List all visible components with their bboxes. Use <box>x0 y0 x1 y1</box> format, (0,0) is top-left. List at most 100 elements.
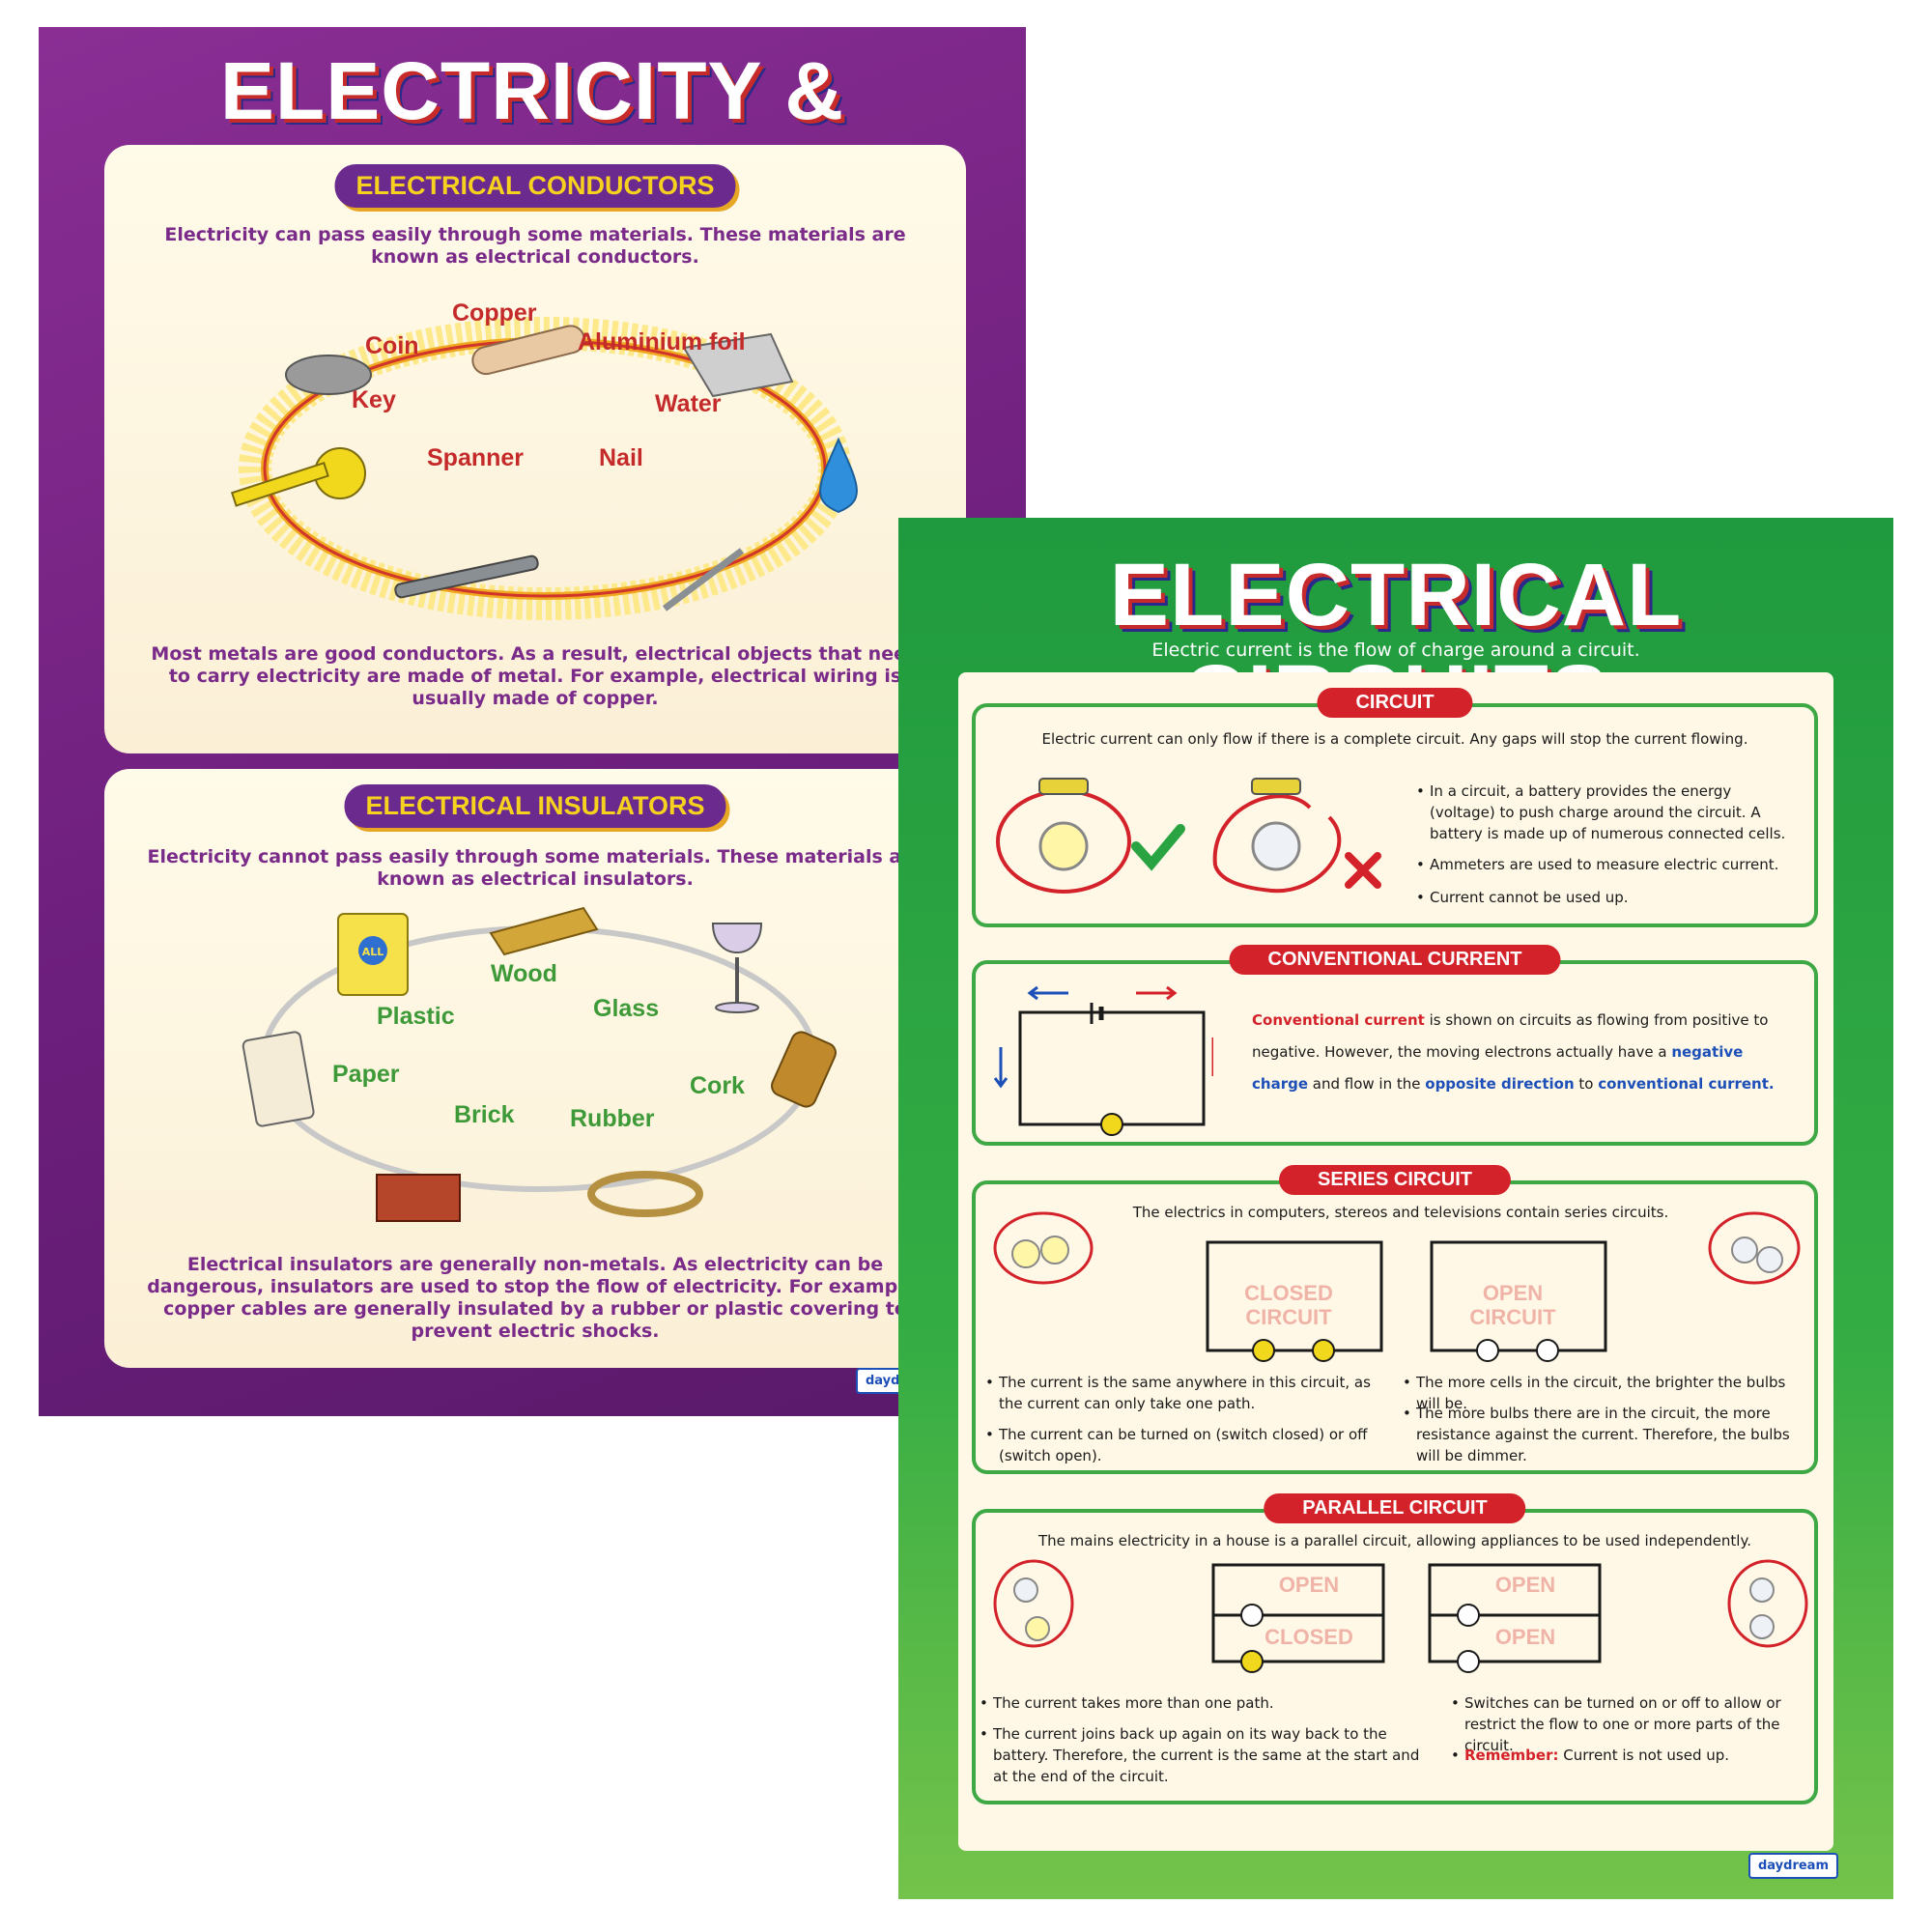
lit-bulb-icon <box>1040 1236 1069 1264</box>
unlit-bulb-icon <box>1013 1577 1038 1603</box>
parallel-bullet: The current takes more than one path. <box>980 1692 1428 1714</box>
circuit-diagrams <box>996 778 1381 894</box>
material-label: Glass <box>593 995 660 1022</box>
parallel-bullet: Switches can be turned on or off to allo… <box>1451 1692 1812 1756</box>
rubber-band-icon <box>587 1171 703 1217</box>
insulators-panel: ELECTRICAL INSULATORS Electricity cannot… <box>104 769 966 1368</box>
parallel-diagrams <box>993 1559 1808 1673</box>
switch-label: OPEN <box>1278 1573 1340 1597</box>
material-label: Key <box>352 386 396 413</box>
lit-bulb-icon <box>1025 1616 1050 1641</box>
circuit-bullet: In a circuit, a battery provides the ene… <box>1416 781 1797 844</box>
parallel-circuit-section: PARALLEL CIRCUIT The mains electricity i… <box>972 1493 1818 1804</box>
conventional-current-term: Conventional current <box>1252 1011 1425 1029</box>
wood-icon <box>489 906 599 956</box>
material-label: Water <box>655 390 722 417</box>
bulb-symbol <box>1312 1339 1335 1362</box>
material-label: Paper <box>332 1061 400 1088</box>
material-label: Nail <box>599 444 643 471</box>
plastic-bag-icon: ALL <box>337 913 409 996</box>
copper-icon <box>471 325 585 376</box>
cross-icon <box>1345 852 1381 889</box>
conductors-diagram <box>230 317 858 620</box>
series-bullet: The current can be turned on (switch clo… <box>985 1424 1385 1466</box>
unlit-bulb-icon <box>1749 1577 1775 1603</box>
open-circuit-label: OPEN CIRCUIT <box>1469 1281 1556 1329</box>
circuits-content: CIRCUIT Electric current can only flow i… <box>958 672 1833 1851</box>
conventional-text-part: to <box>1574 1075 1599 1093</box>
material-label: Aluminium foil <box>578 328 746 355</box>
insulators-intro: Electricity cannot pass easily through s… <box>147 846 923 890</box>
daydream-logo: daydream <box>1748 1853 1839 1879</box>
lit-bulb-icon <box>1038 821 1089 871</box>
circuit-bullet: Ammeters are used to measure electric cu… <box>1416 854 1797 875</box>
coin-icon <box>285 355 372 395</box>
bag-label: ALL <box>362 946 384 958</box>
conventional-heading: CONVENTIONAL CURRENT <box>1229 945 1561 975</box>
brick-icon <box>376 1174 461 1222</box>
bulb-symbol <box>1536 1339 1559 1362</box>
parallel-heading: PARALLEL CIRCUIT <box>1264 1493 1526 1523</box>
material-label: Brick <box>454 1101 515 1128</box>
glass-icon <box>711 923 763 1013</box>
switch-label: OPEN <box>1494 1625 1556 1649</box>
material-label: Spanner <box>427 444 525 471</box>
conductors-footer: Most metals are good conductors. As a re… <box>151 643 920 709</box>
insulators-footer: Electrical insulators are generally non-… <box>147 1254 923 1342</box>
series-bullet: The current is the same anywhere in this… <box>985 1372 1385 1414</box>
bulb-symbol <box>1457 1604 1480 1627</box>
opposite-direction-term: opposite direction <box>1425 1075 1575 1093</box>
bulb-symbol <box>1100 1113 1123 1136</box>
conductors-heading: ELECTRICAL CONDUCTORS <box>334 164 736 208</box>
poster-title: ELECTRICAL CIRCUITS <box>1109 546 1683 746</box>
material-label: Rubber <box>570 1105 655 1132</box>
series-bullet: The more bulbs there are in the circuit,… <box>1403 1403 1812 1466</box>
parallel-intro: The mains electricity in a house is a pa… <box>1038 1532 1751 1549</box>
electricity-materials-poster: ELECTRICITY & MATERIALS ELECTRICAL CONDU… <box>39 27 1026 1416</box>
unlit-bulb-icon <box>1251 821 1301 871</box>
circuit-intro: Electric current can only flow if there … <box>1041 730 1748 748</box>
battery-icon <box>1251 778 1301 795</box>
material-label: Coin <box>365 332 419 359</box>
unlit-bulb-icon <box>1731 1236 1758 1264</box>
series-diagrams <box>993 1211 1801 1362</box>
conductors-panel: ELECTRICAL CONDUCTORS Electricity can pa… <box>104 145 966 753</box>
arrow-right-icon <box>1136 985 1178 1001</box>
bulb-symbol <box>1240 1650 1264 1673</box>
circuit-heading: CIRCUIT <box>1317 688 1473 718</box>
lit-bulb-icon <box>1011 1239 1040 1268</box>
nail-icon <box>662 548 745 611</box>
circuit-section: CIRCUIT Electric current can only flow i… <box>972 688 1818 927</box>
closed-circuit-label: CLOSED CIRCUIT <box>1244 1281 1333 1329</box>
series-heading: SERIES CIRCUIT <box>1278 1165 1512 1195</box>
battery-icon <box>1038 778 1089 795</box>
remember-label: Remember: <box>1464 1747 1559 1764</box>
negative-charge-term: negative charge <box>1252 1043 1744 1093</box>
paper-icon <box>242 1031 315 1127</box>
switch-label: CLOSED <box>1264 1625 1353 1649</box>
water-drop-icon <box>819 437 858 514</box>
switch-label: OPEN <box>1494 1573 1556 1597</box>
circuit-bullet: Current cannot be used up. <box>1416 887 1797 908</box>
series-intro: The electrics in computers, stereos and … <box>1132 1204 1669 1221</box>
conductors-intro: Electricity can pass easily through some… <box>164 224 906 268</box>
arrow-down-icon <box>993 1047 1009 1089</box>
conventional-current-section: CONVENTIONAL CURRENT Conventional curren… <box>972 945 1818 1146</box>
conventional-text: Conventional current is shown on circuit… <box>1252 1005 1803 1100</box>
poster-subtitle: Electric current is the flow of charge a… <box>1151 639 1640 661</box>
conventional-current-term-2: conventional current. <box>1598 1075 1775 1093</box>
parallel-bullet: The current joins back up again on its w… <box>980 1723 1428 1787</box>
spanner-icon <box>394 554 539 599</box>
key-icon <box>230 447 366 507</box>
unlit-bulb-icon <box>1749 1614 1775 1639</box>
series-circuit-section: SERIES CIRCUIT The electrics in computer… <box>972 1165 1818 1474</box>
material-label: Copper <box>452 299 537 327</box>
remember-text: Current is not used up. <box>1558 1747 1730 1764</box>
foil-icon <box>682 332 794 398</box>
conventional-text-part: and flow in the <box>1308 1075 1426 1093</box>
unlit-bulb-icon <box>1756 1246 1783 1273</box>
bulb-symbol <box>1240 1604 1264 1627</box>
material-label: Plastic <box>377 1003 455 1030</box>
tick-icon <box>1131 824 1185 871</box>
material-label: Cork <box>690 1072 745 1099</box>
